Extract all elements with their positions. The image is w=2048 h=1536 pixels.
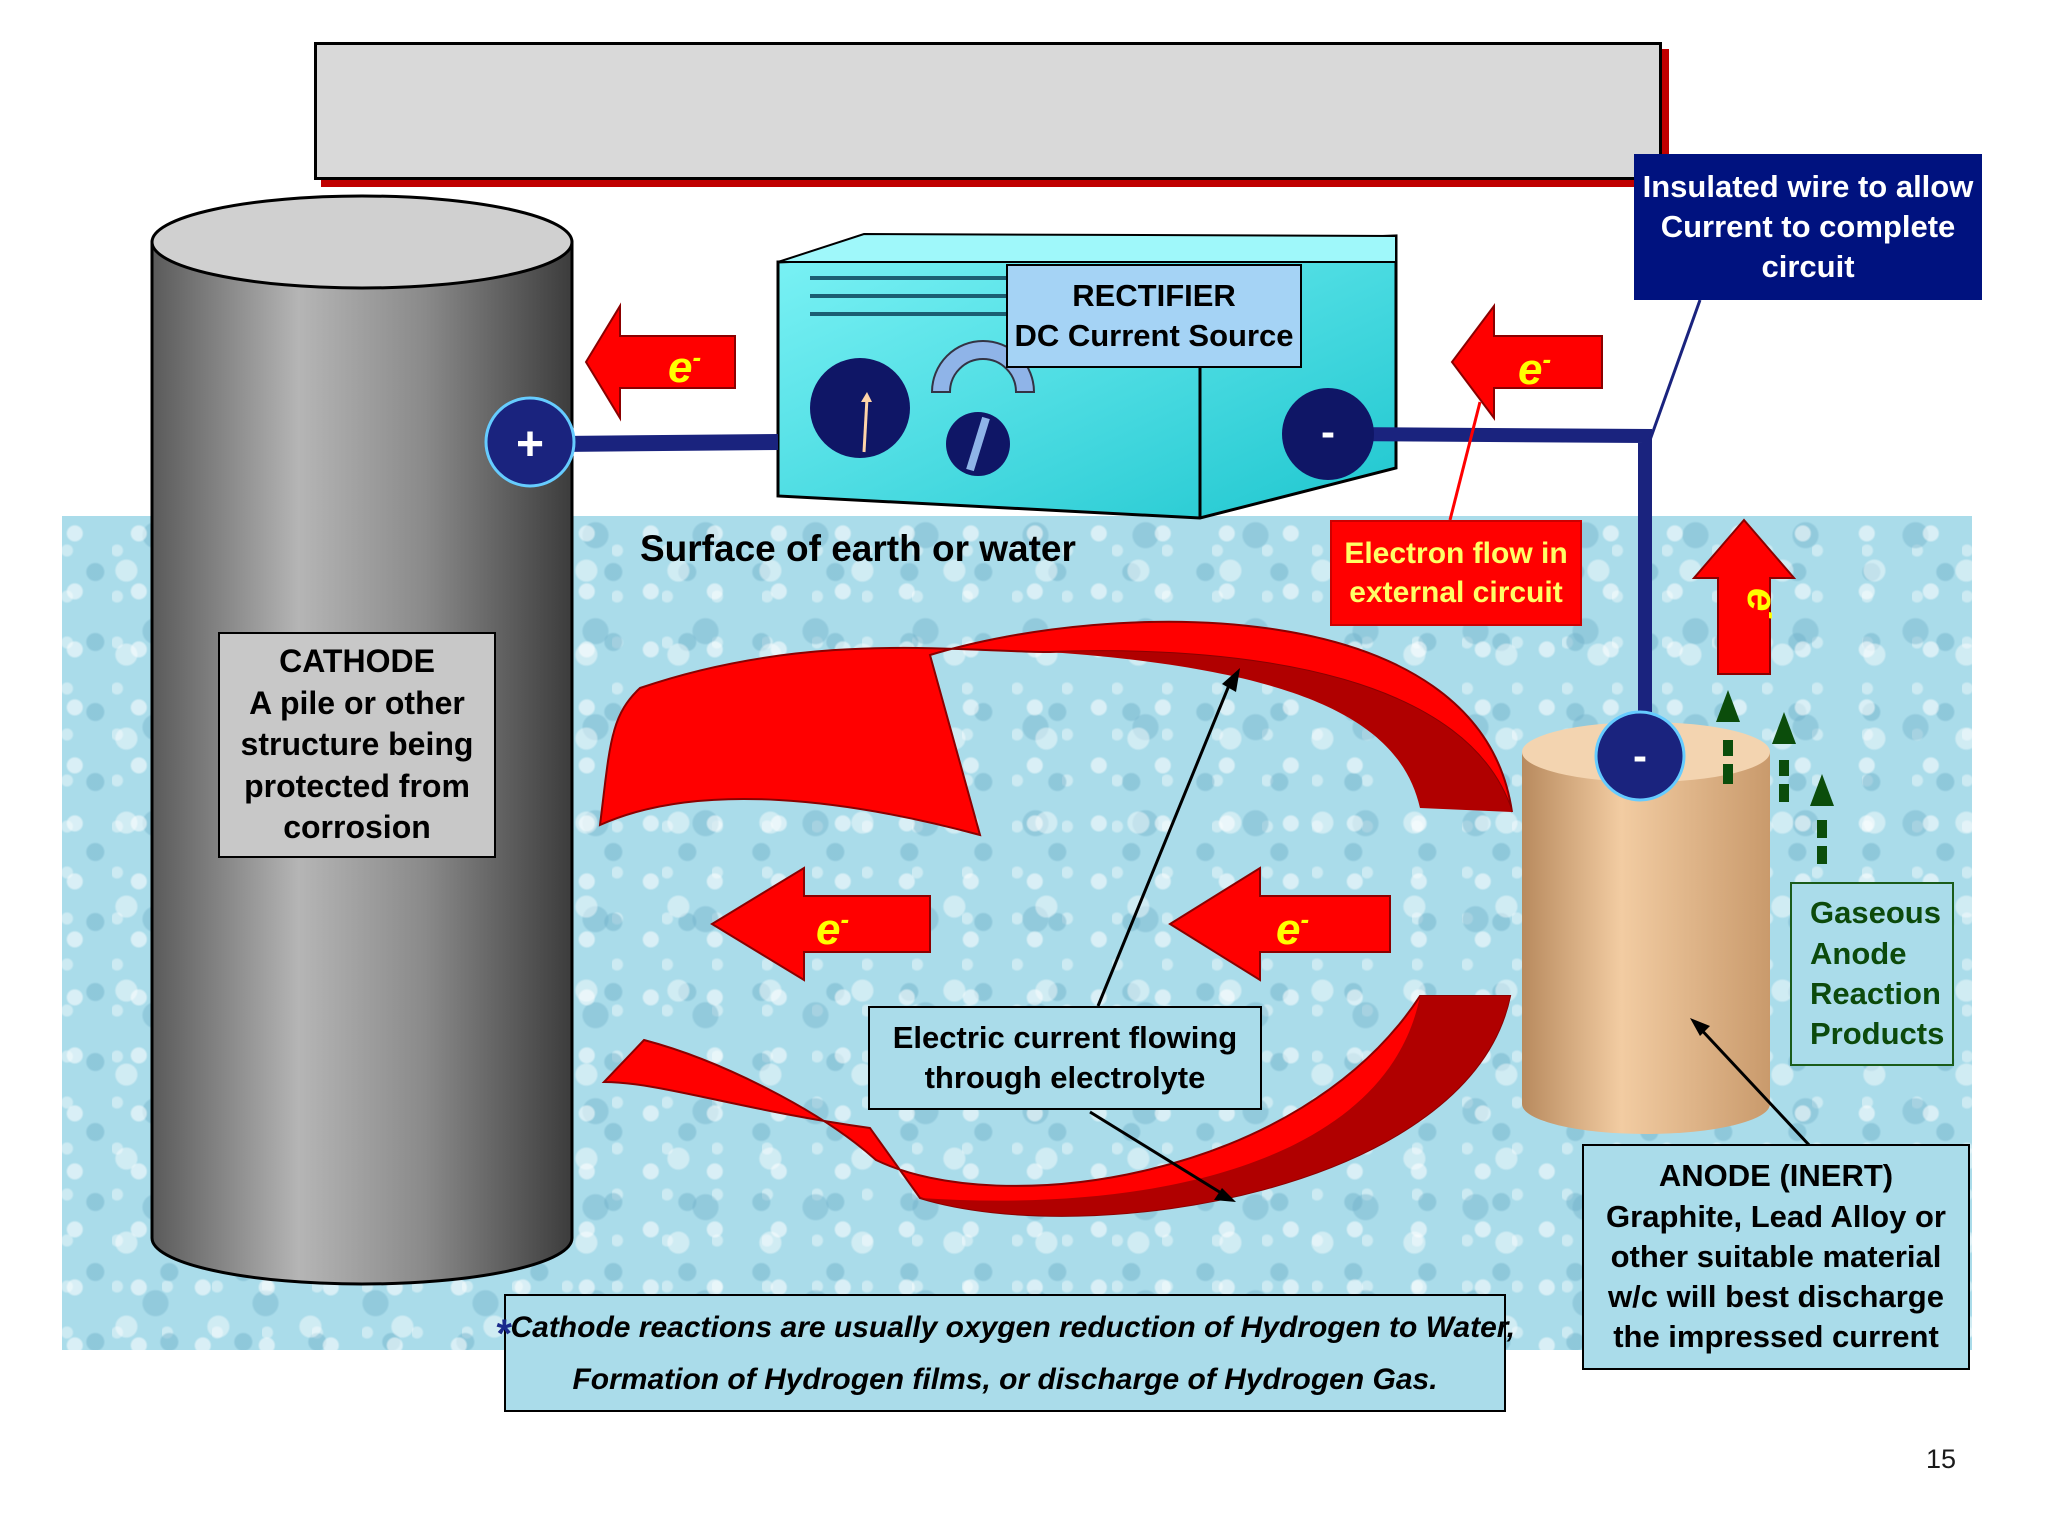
gaseous-products-label: Gaseous Anode Reaction Products (1790, 882, 1954, 1066)
svg-text:-: - (1633, 732, 1647, 779)
electron-label-anode: e- (1739, 588, 1786, 619)
cathode-label: CATHODE A pile or other structure being … (218, 632, 496, 858)
gas-arrows-icon (1716, 690, 1834, 864)
svg-text:-: - (1321, 408, 1335, 455)
electrolyte-callout-up (1096, 668, 1240, 1007)
current-loop-upper-arrow (598, 620, 1513, 837)
note-asterisk: * (494, 1311, 511, 1356)
note-line-2: Formation of Hydrogen films, or discharg… (572, 1362, 1438, 1396)
electron-arrow-mid-left (710, 866, 931, 982)
negative-terminal-rectifier-icon: - (1282, 388, 1374, 480)
page-number: 15 (1925, 1444, 1956, 1474)
surface-label: Surface of earth or water (640, 528, 1076, 569)
negative-terminal-anode-icon: - (1594, 710, 1686, 802)
electron-arrow-anode-up (1691, 518, 1797, 675)
anode-label: ANODE (INERT) Graphite, Lead Alloy or ot… (1582, 1144, 1970, 1370)
svg-text:+: + (516, 418, 544, 471)
electron-arrow-cathode-top (584, 302, 736, 422)
electrolyte-callout-down (1089, 1110, 1236, 1202)
electron-flow-label: Electron flow in external circuit (1330, 520, 1582, 626)
electron-label-rectifier: e- (1518, 344, 1551, 394)
electron-label-mid-left: e- (816, 904, 849, 954)
electron-arrow-mid-right (1168, 866, 1391, 982)
cathode-reactions-note: *Cathode reactions are usually oxygen re… (495, 1294, 1515, 1412)
title-bar (314, 42, 1662, 180)
meter-dial-icon (810, 358, 910, 458)
electron-flow-callout-line (1448, 401, 1482, 521)
wire-callout-line (1648, 299, 1702, 441)
anode-callout-line (1690, 1018, 1812, 1148)
external-wire (559, 427, 1652, 748)
note-line-1: Cathode reactions are usually oxygen red… (510, 1310, 1516, 1344)
electrolyte-label: Electric current flowing through electro… (868, 1006, 1262, 1110)
electron-label-cathode-top: e- (668, 342, 701, 392)
positive-terminal-icon: + (484, 396, 576, 488)
rectifier-label: RECTIFIER DC Current Source (1006, 264, 1302, 368)
insulated-wire-label: Insulated wire to allow Current to compl… (1634, 154, 1982, 300)
electron-label-mid-right: e- (1276, 904, 1309, 954)
electron-arrow-rectifier (1450, 303, 1603, 421)
